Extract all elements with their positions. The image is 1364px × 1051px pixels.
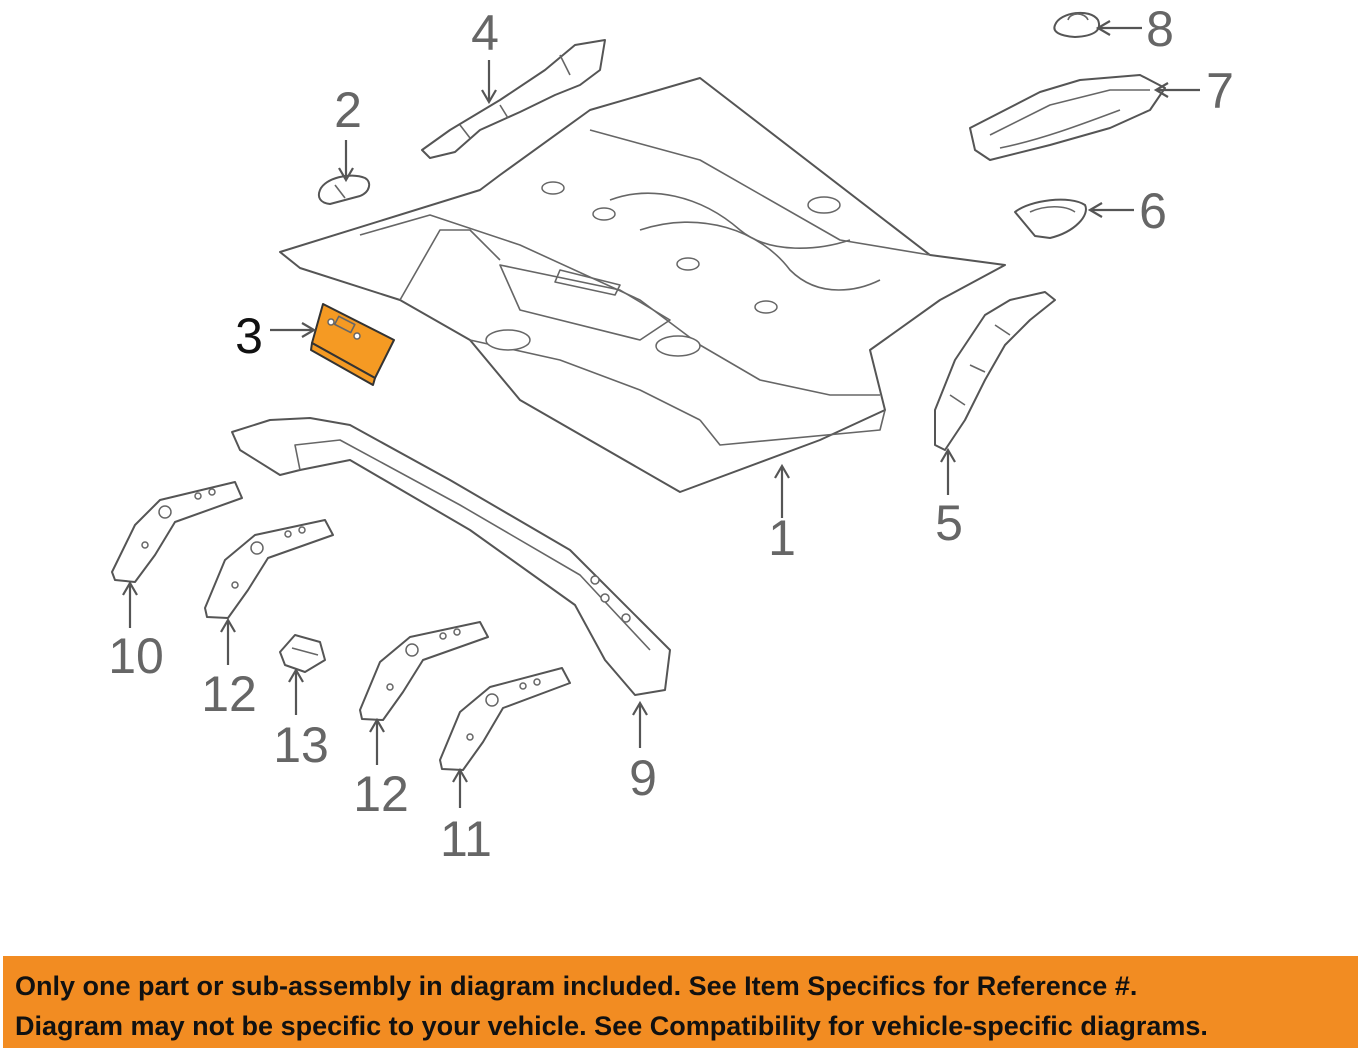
callout-3: 3 [235,308,263,364]
exploded-parts-diagram: 1 2 3 4 5 6 7 8 9 10 11 12 12 13 [108,1,1234,867]
leader-lines [122,20,1200,808]
callout-4: 4 [471,5,499,61]
callout-12-lower: 12 [353,766,409,822]
part-10-bracket[interactable] [111,481,243,583]
part-7-cover-panel[interactable] [969,74,1166,161]
callout-1: 1 [768,510,796,566]
callout-6: 6 [1139,183,1167,239]
callout-2: 2 [334,82,362,138]
part-13-clip[interactable] [279,634,326,673]
part-12-bracket-upper[interactable] [204,519,334,619]
callout-5: 5 [935,495,963,551]
part-3-highlighted-bracket[interactable] [310,303,395,386]
callout-13: 13 [273,717,329,773]
part-8-grommet[interactable] [1053,11,1100,38]
part-6-cap[interactable] [1014,198,1087,239]
callout-9: 9 [629,750,657,806]
disclaimer-line-2: Diagram may not be specific to your vehi… [15,1011,1208,1041]
part-9-crossmember[interactable] [231,417,671,696]
callout-7: 7 [1206,63,1234,119]
part-12-bracket-lower[interactable] [359,621,489,721]
part-5-side-support[interactable] [934,291,1056,451]
callout-11: 11 [440,811,492,867]
part-2-plug[interactable] [317,174,371,205]
callout-labels: 1 2 3 4 5 6 7 8 9 10 11 12 12 13 [108,1,1234,867]
callout-8: 8 [1146,1,1174,57]
disclaimer-banner: Only one part or sub-assembly in diagram… [3,956,1358,1048]
callout-10: 10 [108,628,164,684]
callout-12-upper: 12 [201,666,257,722]
part-11-bracket[interactable] [439,667,571,771]
part-1-rear-floor-pan[interactable] [279,77,1006,493]
part-4-rail-bracket[interactable] [421,39,606,159]
disclaimer-line-1: Only one part or sub-assembly in diagram… [15,971,1138,1001]
